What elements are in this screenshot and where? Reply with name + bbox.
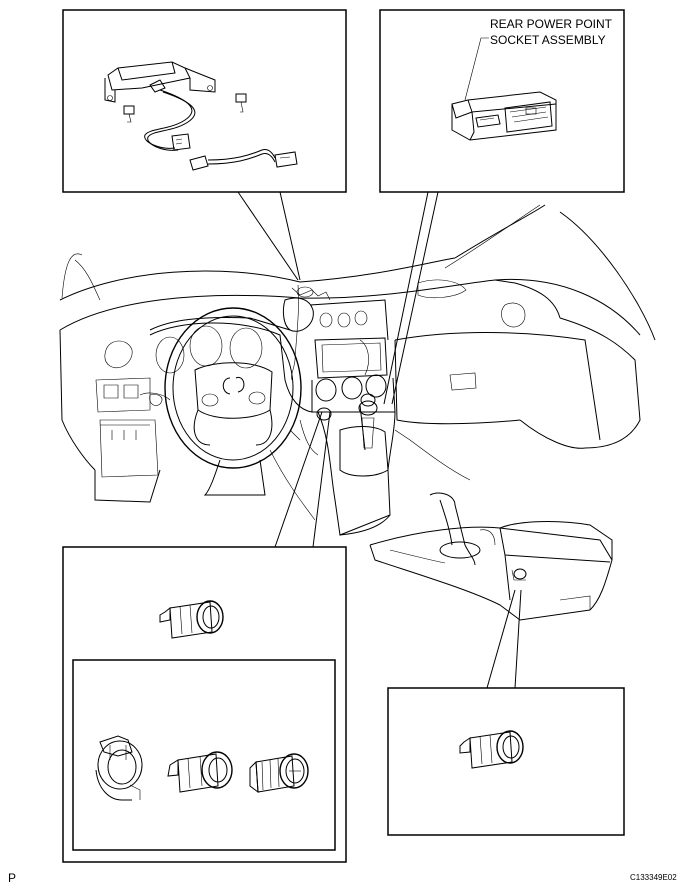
harness-detail-box [62,9,347,193]
rear-outlet-box [387,687,625,836]
callout-label-line2: SOCKET ASSEMBLY [490,33,606,47]
lighter-retainer-part [95,735,143,801]
dashboard-illustration [59,204,656,536]
callout-label-line1: REAR POWER POINT [490,17,613,31]
callout-leaders [237,191,522,689]
rear-outlet-part [459,730,524,769]
lighter-socket-part [159,600,224,639]
lighter-components-box [62,546,347,863]
rear-console-illustration [369,492,613,621]
corner-mark: P [8,871,16,885]
lighter-plug-part [249,753,309,794]
figure-code: C133349E02 [630,873,677,882]
rear-power-point-box: REAR POWER POINT SOCKET ASSEMBLY [379,9,625,193]
lighter-outer-socket-part [167,751,233,793]
